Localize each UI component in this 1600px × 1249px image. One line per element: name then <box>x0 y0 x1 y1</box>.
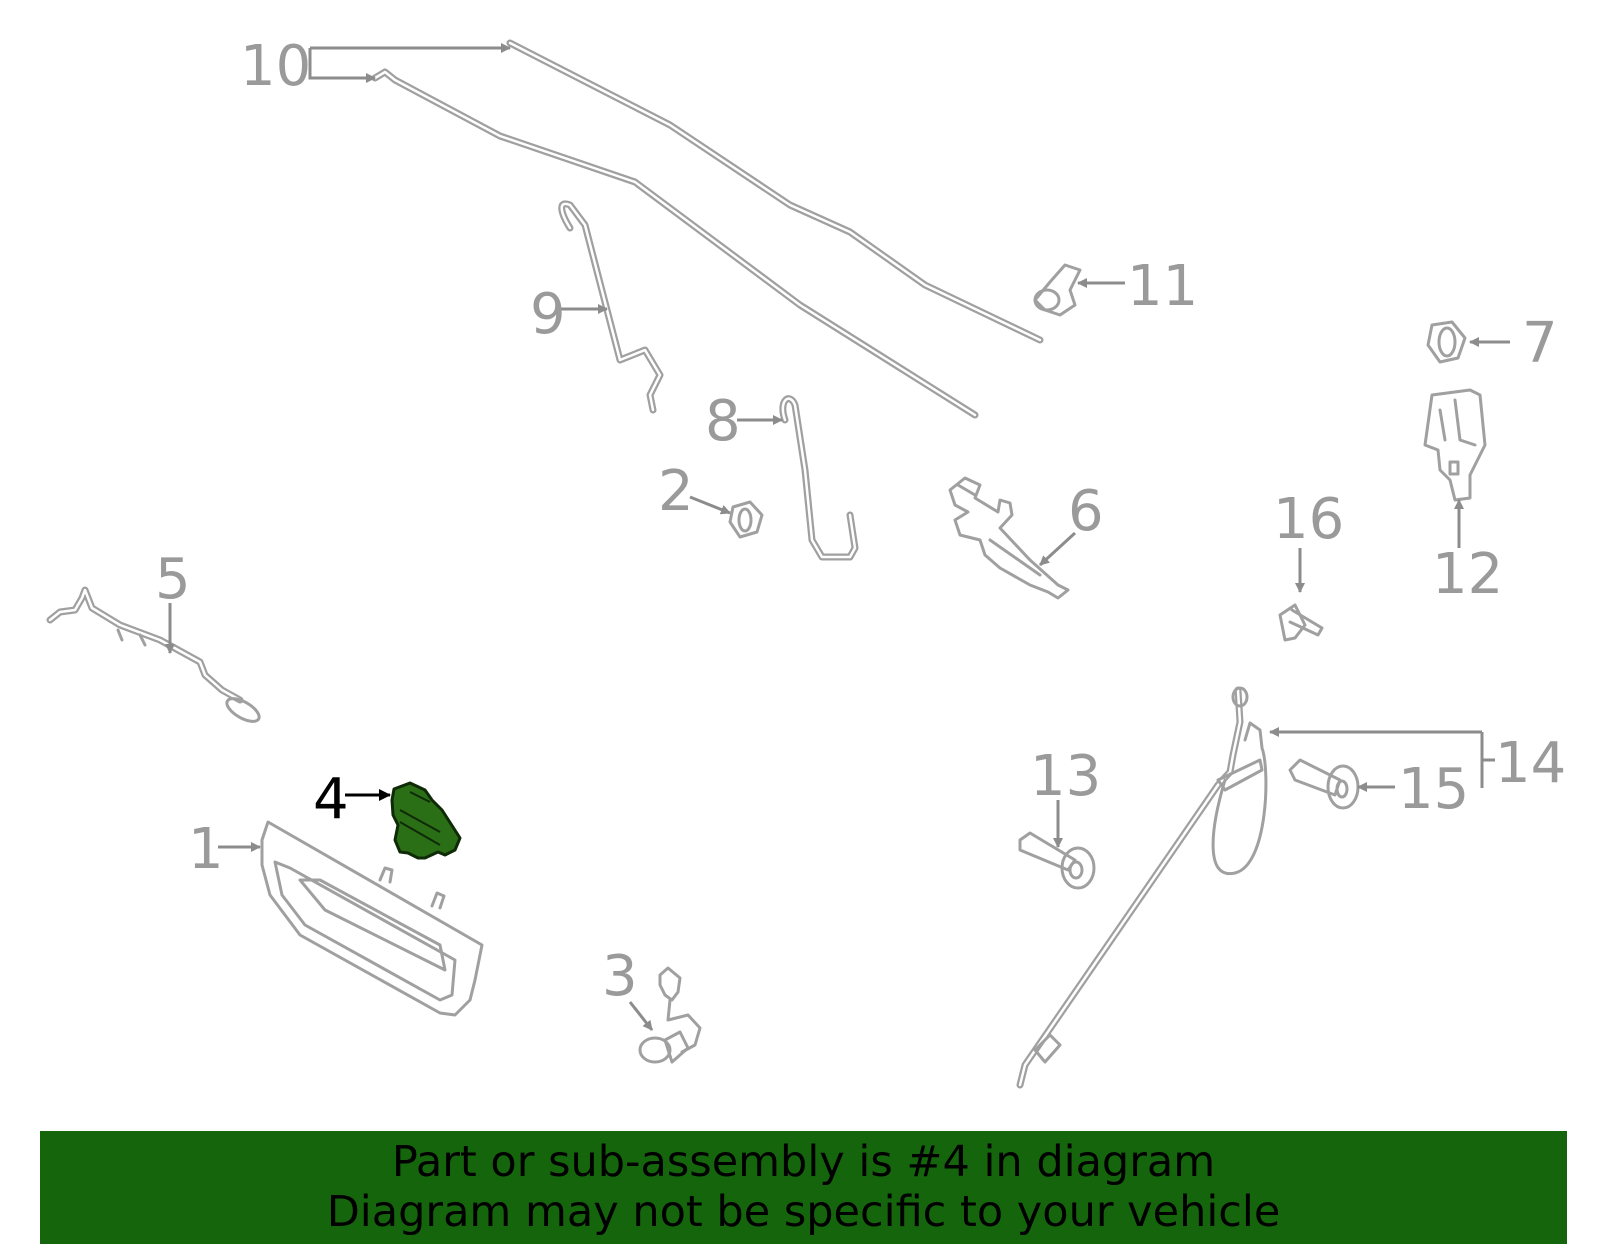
callout-2-leader <box>689 495 731 515</box>
callout-10: 10 <box>240 34 311 99</box>
callout-7: 7 <box>1522 311 1558 376</box>
callout-10-leader <box>308 43 511 83</box>
part-14-cable <box>1016 686 1268 1089</box>
part-12-bracket <box>1423 388 1487 502</box>
part-4-switch-highlighted <box>390 781 462 860</box>
part-11-clip <box>1033 263 1082 317</box>
part-13-bolt <box>1018 831 1096 890</box>
callout-1: 1 <box>188 817 224 882</box>
part-9-rod <box>558 200 664 414</box>
callout-6: 6 <box>1068 479 1104 544</box>
callout-6-leader <box>1038 531 1077 567</box>
part-3-socket <box>638 966 702 1064</box>
callout-5: 5 <box>155 547 191 612</box>
callout-3: 3 <box>602 944 638 1009</box>
info-banner: Part or sub-assembly is #4 in diagram Di… <box>40 1131 1567 1244</box>
callout-14-leader <box>1269 727 1495 788</box>
callout-14: 14 <box>1495 731 1566 796</box>
part-16-pin <box>1278 603 1324 642</box>
part-8-rod <box>779 395 859 561</box>
part-1-handle <box>260 820 484 1017</box>
callout-12: 12 <box>1432 542 1503 607</box>
callout-9: 9 <box>530 282 566 347</box>
callout-4: 4 <box>313 767 349 832</box>
part-7-nut <box>1426 320 1467 364</box>
banner-line-2: Diagram may not be specific to your vehi… <box>326 1187 1281 1237</box>
callout-8: 8 <box>705 389 741 454</box>
callout-16: 16 <box>1273 487 1344 552</box>
part-15-bolt <box>1288 758 1360 810</box>
part-10-rods <box>371 39 1044 419</box>
part-5-cable <box>46 586 261 723</box>
callout-11: 11 <box>1127 254 1198 319</box>
callout-15: 15 <box>1398 757 1469 822</box>
part-6-hinge <box>948 476 1070 600</box>
callout-13: 13 <box>1030 744 1101 809</box>
callout-3-leader <box>628 1001 654 1031</box>
banner-line-1: Part or sub-assembly is #4 in diagram <box>391 1137 1216 1187</box>
part-2-nut <box>728 500 764 539</box>
callout-2: 2 <box>658 459 694 524</box>
